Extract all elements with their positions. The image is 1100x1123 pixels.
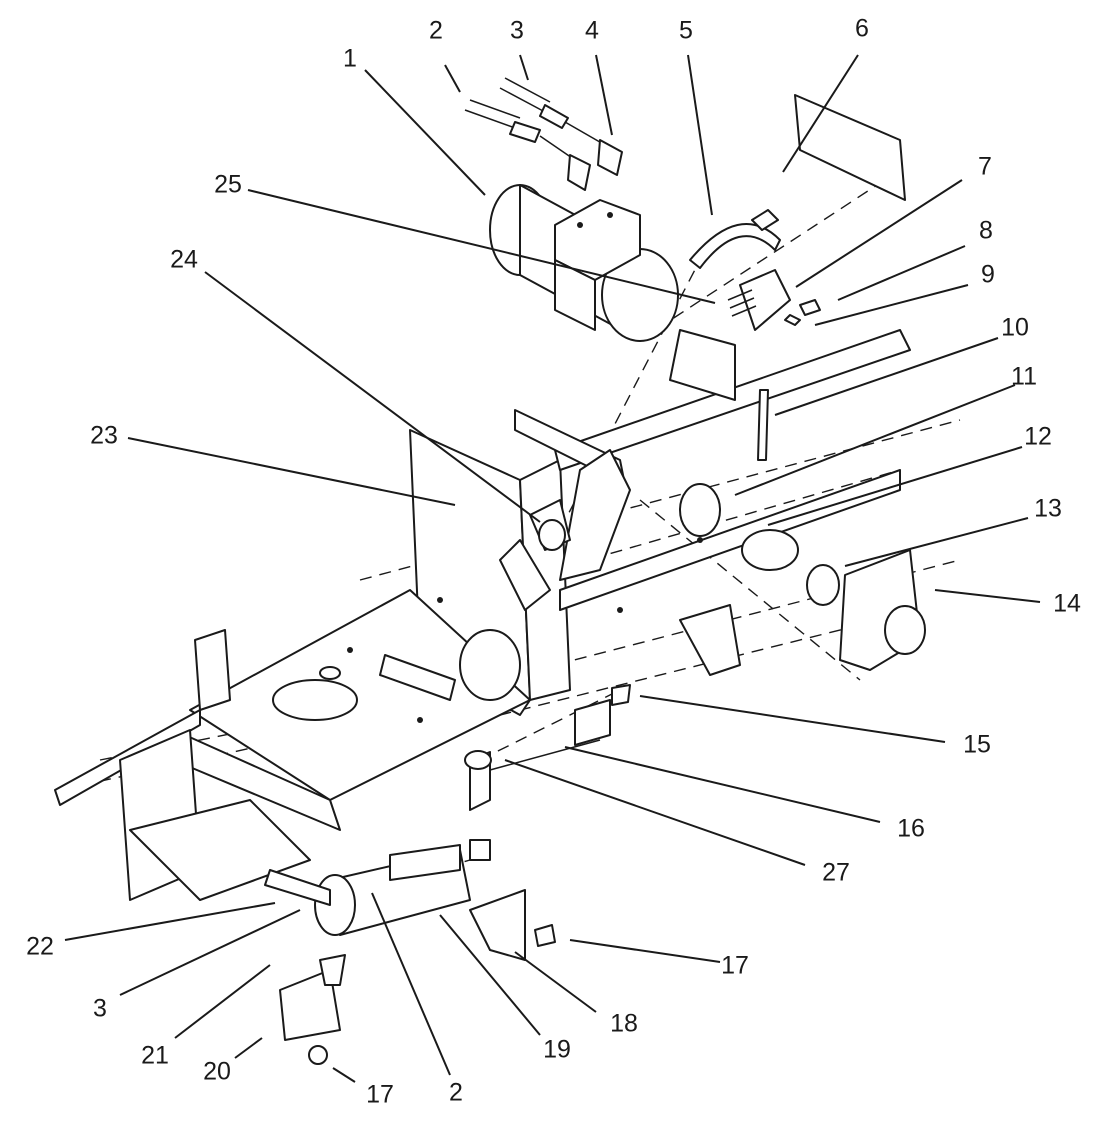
callout-3-top: 3 [510,17,524,45]
callout-12: 12 [1024,423,1052,451]
leader-13 [844,517,1029,567]
leader-6 [782,54,859,173]
callout-27: 27 [822,859,850,887]
leader-8 [837,245,966,301]
leader-27 [504,759,806,866]
pivot-assembly [499,409,926,676]
callout-5: 5 [679,17,693,45]
leader-16 [564,746,881,823]
leader-21 [174,964,271,1039]
leader-22 [64,902,276,941]
main-frame [54,329,911,901]
callout-3-bottom: 3 [93,995,107,1023]
callout-1: 1 [343,45,357,73]
leader-3b [119,909,301,996]
callout-24: 24 [170,246,198,274]
leader-15 [639,695,946,743]
leader-19 [439,914,541,1036]
callout-2-top: 2 [429,17,443,45]
callout-18: 18 [610,1010,638,1038]
callout-6: 6 [855,15,869,43]
leader-17a [569,939,721,963]
leader-10 [774,337,999,416]
callout-22: 22 [26,933,54,961]
callout-4: 4 [585,17,599,45]
callout-8: 8 [979,217,993,245]
callout-16: 16 [897,815,925,843]
callout-21: 21 [141,1042,169,1070]
callout-17-bottom: 17 [366,1081,394,1109]
leader-25 [247,189,716,304]
leader-2a [444,64,461,93]
leader-4 [595,54,613,136]
leader-7 [795,179,963,288]
callout-19: 19 [543,1036,571,1064]
callout-15: 15 [963,731,991,759]
leader-12 [767,446,1023,526]
callout-9: 9 [981,261,995,289]
leader-2b [371,892,451,1076]
callout-13: 13 [1034,495,1062,523]
leader-20 [234,1037,263,1059]
callout-10: 10 [1001,314,1029,342]
leader-17b [332,1067,356,1083]
callout-labels: 1 2 3 4 5 6 7 8 9 10 11 12 13 14 15 16 1… [26,15,1081,1109]
leader-1 [364,69,486,196]
leader-11 [734,384,1016,496]
callout-11: 11 [1011,363,1037,391]
callout-14: 14 [1053,590,1081,618]
leader-14 [934,589,1041,603]
pump-motor [489,184,679,342]
leader-24 [204,271,541,523]
leader-18 [514,951,597,1013]
leader-9 [814,284,969,326]
mounting-bracket [669,94,906,461]
leader-5 [687,54,713,216]
leader-23 [127,437,456,506]
hydraulic-hoses [464,77,623,191]
leader-lines [64,54,1041,1083]
callout-20: 20 [203,1058,231,1086]
callout-7: 7 [978,153,992,181]
lift-cylinder [264,684,631,1065]
callout-23: 23 [90,422,118,450]
callout-25: 25 [214,171,242,199]
callout-2-bottom: 2 [449,1079,463,1107]
callout-17-right: 17 [721,952,749,980]
leader-3a [519,54,529,81]
